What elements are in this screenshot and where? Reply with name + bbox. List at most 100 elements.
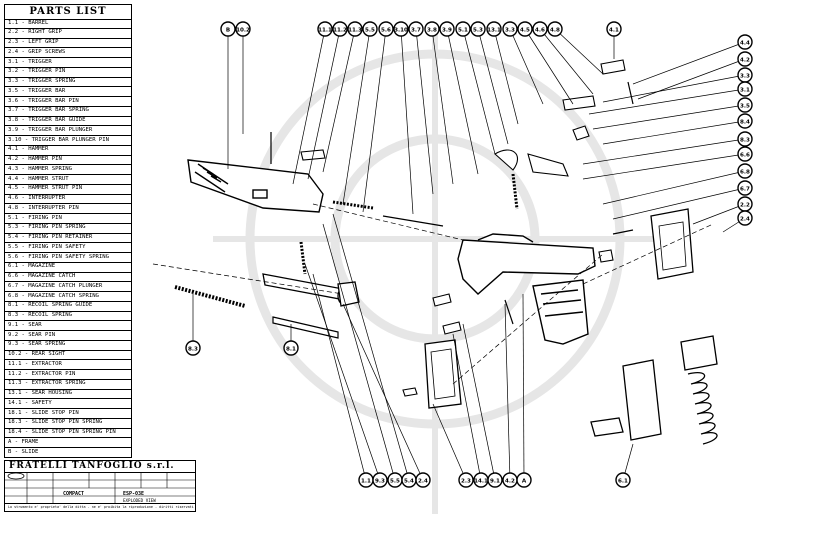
callout-3-9: 3.9 xyxy=(439,21,455,37)
parts-list-row: 18.4 - SLIDE STOP PIN SPRING PIN xyxy=(5,429,131,439)
parts-list-row: 4.5 - HAMMER STRUT PIN xyxy=(5,185,131,195)
watermark-crosshair xyxy=(213,34,663,514)
callout-6-6: 6.6 xyxy=(737,146,753,162)
svg-text:8.4: 8.4 xyxy=(740,119,750,125)
callout-11-3: 11.3 xyxy=(347,21,363,37)
leader-line xyxy=(509,28,544,105)
leader-line xyxy=(342,303,424,481)
svg-text:9.1: 9.1 xyxy=(490,478,500,484)
callout-3-1: 3.1 xyxy=(737,81,753,97)
parts-list-row: 3.10 - TRIGGER BAR PLUNGER PIN xyxy=(5,136,131,146)
callout-4-2: 4.2 xyxy=(502,472,518,488)
leader-line xyxy=(602,170,746,205)
leader-line xyxy=(432,403,467,481)
parts-list-row: A - FRAME xyxy=(5,438,131,448)
leader-line xyxy=(539,28,594,95)
parts-list-row: 11.1 - EXTRACTOR xyxy=(5,360,131,370)
svg-text:8.1: 8.1 xyxy=(286,346,296,352)
svg-text:11.3: 11.3 xyxy=(348,27,362,33)
parts-list-row: 3.5 - TRIGGER BAR xyxy=(5,87,131,97)
barrel-part xyxy=(262,273,360,307)
callout-6-8: 6.8 xyxy=(737,163,753,179)
callout-4-2: 4.2 xyxy=(737,51,753,67)
svg-text:4.5: 4.5 xyxy=(520,27,530,33)
parts-list-row: 6.8 - MAGAZINE CATCH SPRING xyxy=(5,292,131,302)
leader-line xyxy=(612,187,746,220)
leader-line xyxy=(292,28,326,185)
leader-line xyxy=(322,223,396,481)
callout-13-1: 13.1 xyxy=(486,21,502,37)
parts-list-row: 4.1 - HAMMER xyxy=(5,146,131,156)
parts-list-row: 6.7 - MAGAZINE CATCH PLUNGER xyxy=(5,282,131,292)
leader-line xyxy=(632,41,746,85)
parts-list-row: 11.3 - EXTRACTOR SPRING xyxy=(5,380,131,390)
callout-8-3: 8.3 xyxy=(185,340,201,356)
parts-list-row: 3.6 - TRIGGER BAR PIN xyxy=(5,97,131,107)
parts-list-row: 18.1 - SLIDE STOP PIN xyxy=(5,409,131,419)
svg-text:9.3: 9.3 xyxy=(375,478,385,484)
leader-line xyxy=(602,74,746,103)
parts-list-row: 3.2 - TRIGGER PIN xyxy=(5,68,131,78)
svg-text:3.10: 3.10 xyxy=(394,27,408,33)
svg-text:10.2: 10.2 xyxy=(236,27,250,33)
callout-4-6: 4.6 xyxy=(532,21,548,37)
leader-line xyxy=(582,138,746,165)
svg-text:14.1: 14.1 xyxy=(474,478,488,484)
callout-2-2: 2.2 xyxy=(737,196,753,212)
parts-list-row: 14.1 - SAFETY xyxy=(5,399,131,409)
parts-list-row: 2.3 - LEFT GRIP xyxy=(5,39,131,49)
leader-line xyxy=(312,273,367,481)
frame-part xyxy=(457,233,596,345)
callout-4-1: 4.1 xyxy=(606,21,622,37)
callout-2-4: 2.4 xyxy=(415,472,431,488)
parts-list-row: 2.2 - RIGHT GRIP xyxy=(5,29,131,39)
svg-text:2.4: 2.4 xyxy=(740,216,750,222)
parts-list-row: 3.9 - TRIGGER BAR PLUNGER xyxy=(5,126,131,136)
parts-list-row: 5.1 - FIRING PIN xyxy=(5,214,131,224)
callout-6-7: 6.7 xyxy=(737,180,753,196)
svg-text:3.1: 3.1 xyxy=(740,87,750,93)
small-parts xyxy=(300,59,626,397)
parts-list-row: 3.3 - TRIGGER SPRING xyxy=(5,78,131,88)
svg-text:5.6: 5.6 xyxy=(381,27,391,33)
parts-list-row: 4.2 - HAMMER PIN xyxy=(5,156,131,166)
svg-text:5.5: 5.5 xyxy=(365,27,375,33)
title-block: FRATELLI TANFOGLIO s.r.l. COMPACT ESP-03… xyxy=(4,460,196,512)
callout-A: A xyxy=(516,472,532,488)
slide-part xyxy=(187,159,324,213)
svg-text:4.4: 4.4 xyxy=(740,40,750,46)
leader-line xyxy=(304,263,381,481)
leader-line xyxy=(322,28,356,173)
exploded-view-drawing: B10.211.111.211.35.55.63.103.73.83.95.15… xyxy=(152,21,753,514)
svg-text:3.3: 3.3 xyxy=(740,73,750,79)
svg-text:4.1: 4.1 xyxy=(609,27,619,33)
svg-text:8.3: 8.3 xyxy=(188,346,198,352)
callout-1-1: 1.1 xyxy=(358,472,374,488)
svg-text:4.6: 4.6 xyxy=(535,27,545,33)
callout-4-8: 4.8 xyxy=(547,21,563,37)
leader-line xyxy=(524,28,574,105)
left-grip-part xyxy=(424,339,462,409)
leader-line xyxy=(592,104,746,130)
callout-2-4: 2.4 xyxy=(737,210,753,226)
callout-8-3: 8.3 xyxy=(737,131,753,147)
svg-text:6.8: 6.8 xyxy=(740,169,750,175)
parts-list-row: 3.7 - TRIGGER BAR SPRING xyxy=(5,107,131,117)
svg-text:3.8: 3.8 xyxy=(427,27,437,33)
company-name: FRATELLI TANFOGLIO s.r.l. xyxy=(5,461,195,473)
svg-text:11.1: 11.1 xyxy=(318,27,332,33)
callout-9-1: 9.1 xyxy=(487,472,503,488)
leader-line xyxy=(504,303,511,481)
parts-list-row: 4.8 - INTERRUPTER PIN xyxy=(5,204,131,214)
svg-text:1.1: 1.1 xyxy=(361,478,371,484)
leader-line xyxy=(477,28,509,145)
parts-list-row: 3.8 - TRIGGER BAR GUIDE xyxy=(5,117,131,127)
parts-list-row: 5.5 - FIRING PIN SAFETY xyxy=(5,243,131,253)
leader-line xyxy=(400,28,414,215)
svg-text:2.4: 2.4 xyxy=(418,478,428,484)
svg-text:5.4: 5.4 xyxy=(404,478,414,484)
callout-6-1: 6.1 xyxy=(615,472,631,488)
svg-text:6.1: 6.1 xyxy=(618,478,628,484)
leader-line xyxy=(307,28,341,180)
